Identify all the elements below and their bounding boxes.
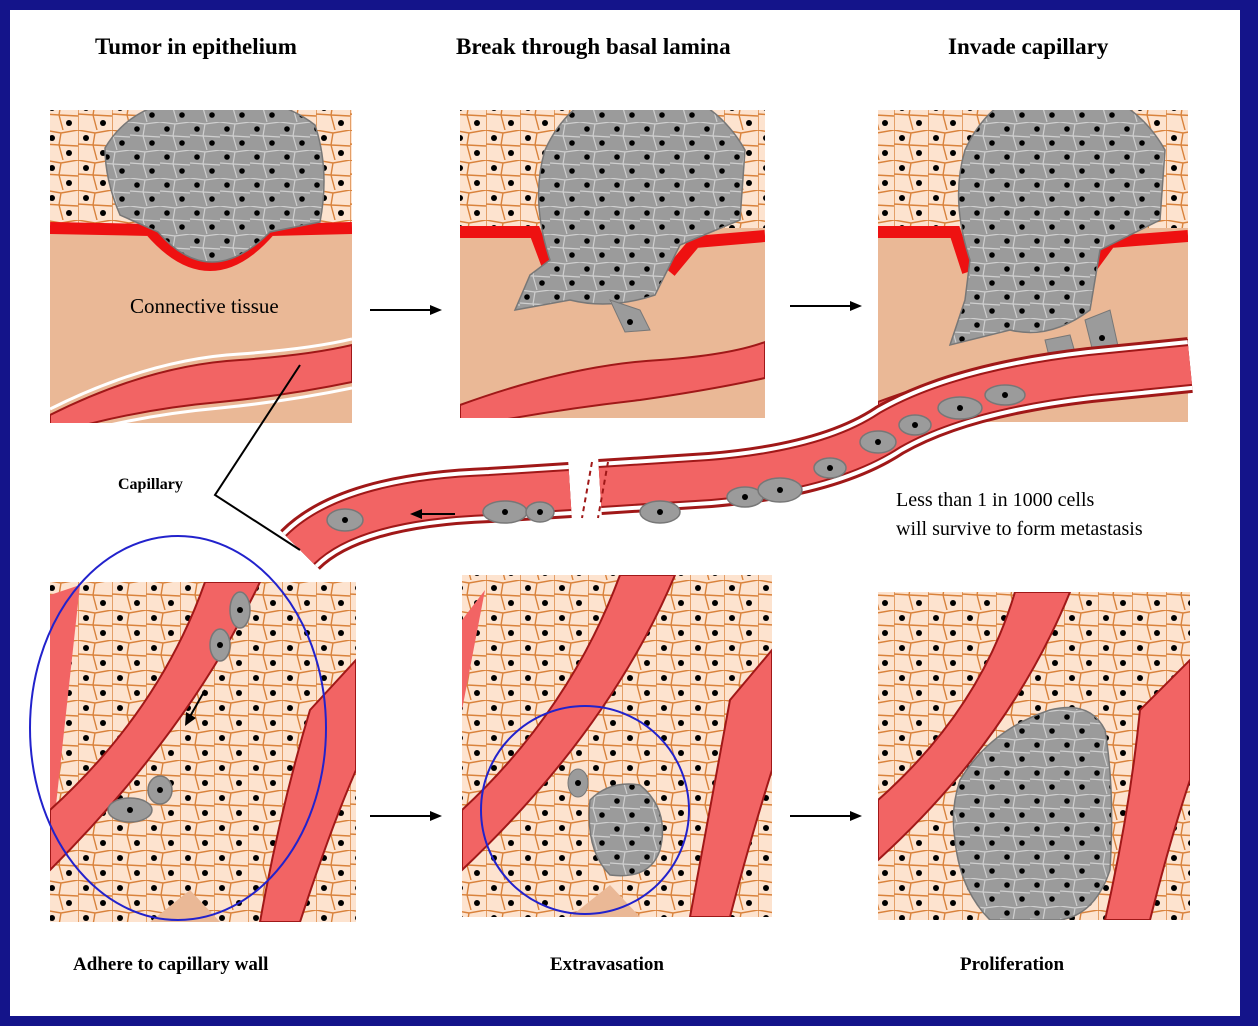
step-title-tumor-in-epithelium: Tumor in epithelium bbox=[95, 34, 297, 60]
panel-tumor-in-epithelium bbox=[50, 97, 352, 441]
panel-adhere bbox=[50, 582, 356, 922]
diagram-canvas: Tumor in epithelium Break through basal … bbox=[10, 10, 1240, 1016]
step-title-break-through: Break through basal lamina bbox=[456, 34, 731, 60]
connective-tissue-label: Connective tissue bbox=[130, 294, 279, 319]
step-caption-adhere: Adhere to capillary wall bbox=[73, 954, 268, 976]
capillary-label: Capillary bbox=[118, 476, 183, 494]
panel-proliferation bbox=[878, 592, 1190, 920]
panel-extravasation bbox=[462, 575, 772, 917]
survival-note-line2: will survive to form metastasis bbox=[896, 516, 1143, 542]
survival-note-line1: Less than 1 in 1000 cells bbox=[896, 487, 1094, 513]
step-caption-extravasation: Extravasation bbox=[550, 954, 664, 976]
extravasating-cell-cluster bbox=[589, 784, 662, 876]
step-title-invade-capillary: Invade capillary bbox=[948, 34, 1108, 60]
metastasis-diagram bbox=[10, 10, 1240, 1016]
step-caption-proliferation: Proliferation bbox=[960, 954, 1064, 976]
panel-break-through bbox=[460, 82, 765, 428]
